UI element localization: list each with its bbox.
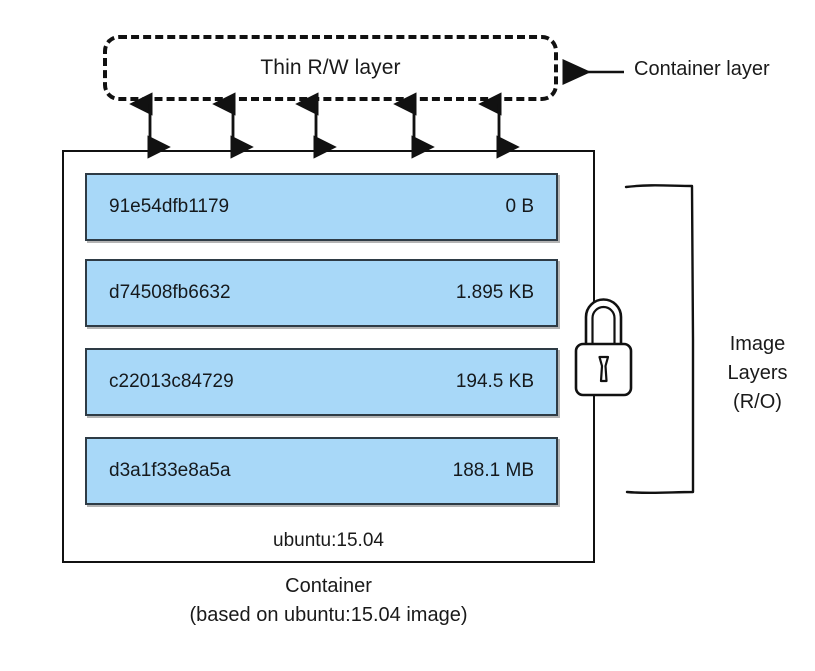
image-layer-size: 188.1 MB <box>452 460 534 481</box>
image-layer-size: 194.5 KB <box>455 371 534 392</box>
image-layers-label-line3: (R/O) <box>733 391 782 413</box>
thin-rw-layer-box: Thin R/W layer <box>103 35 558 101</box>
image-layer-id: 91e54dfb1179 <box>109 196 230 217</box>
image-layer-row: d74508fb6632 1.895 KB <box>85 259 558 327</box>
rw-to-image-arrows <box>129 92 520 159</box>
thin-rw-layer-label: Thin R/W layer <box>260 56 401 79</box>
image-layers-label-line1: Image <box>729 333 786 355</box>
image-layers-bracket-label: Image Layers (R/O) <box>700 330 815 417</box>
image-layer-size: 1.895 KB <box>455 282 534 303</box>
image-layer-id: c22013c84729 <box>109 371 234 392</box>
container-image-name: ubuntu:15.04 <box>273 530 384 551</box>
image-layers-bracket <box>624 184 695 495</box>
container-caption-line1: Container <box>285 575 372 597</box>
container-layer-callout-label: Container layer <box>634 58 770 80</box>
image-layer-row: d3a1f33e8a5a 188.1 MB <box>85 437 558 505</box>
container-caption-line2: (based on ubuntu:15.04 image) <box>189 604 468 626</box>
container-caption: Container (based on ubuntu:15.04 image) <box>62 572 595 630</box>
image-layer-size: 0 B <box>505 196 534 217</box>
image-layer-id: d74508fb6632 <box>109 282 231 303</box>
image-layers-label-line2: Layers <box>727 362 788 384</box>
image-layer-row: c22013c84729 194.5 KB <box>85 348 558 416</box>
image-layer-row: 91e54dfb1179 0 B <box>85 173 558 241</box>
image-layer-id: d3a1f33e8a5a <box>109 460 231 481</box>
